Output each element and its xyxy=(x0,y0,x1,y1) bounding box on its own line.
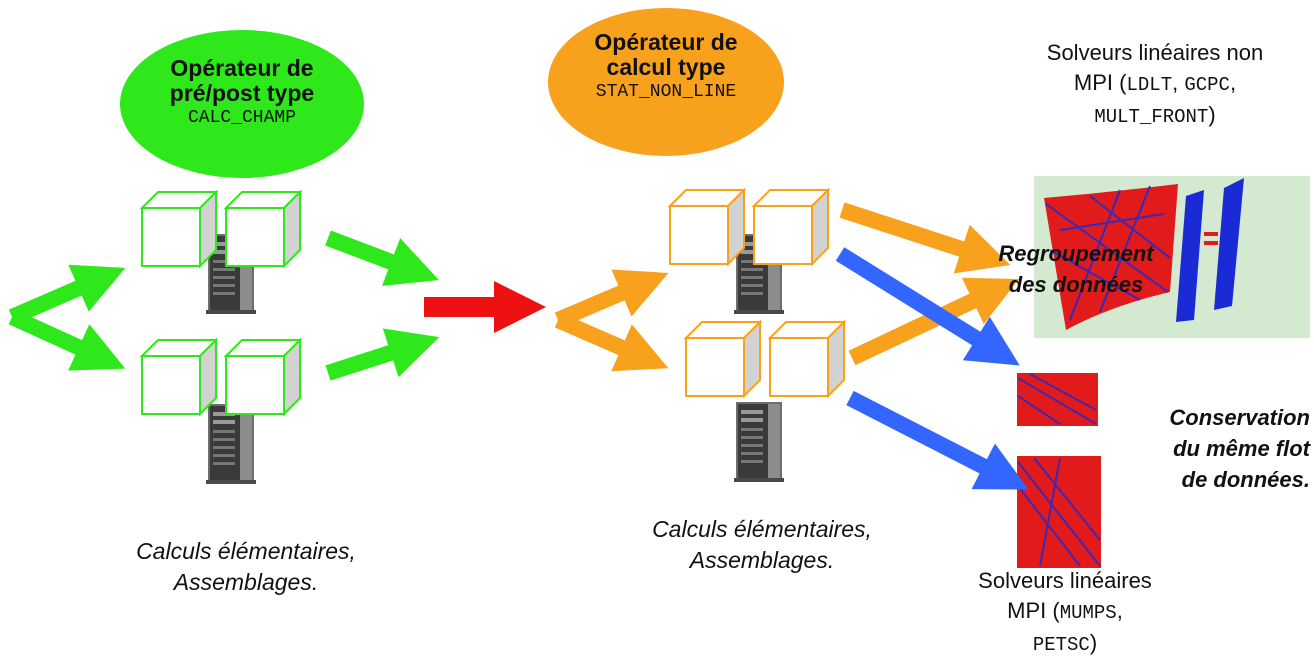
distributed-matrix-block-2 xyxy=(1017,456,1101,568)
solvers-non-mpi-label: Solveurs linéaires non MPI (LDLT, GCPC, … xyxy=(1000,38,1310,132)
conservation-line1: Conservation xyxy=(1169,405,1310,430)
solvers-non-mpi-line1: Solveurs linéaires non xyxy=(1046,40,1264,65)
green-output-arrow-up xyxy=(325,230,439,286)
green-operator-ellipse xyxy=(120,30,364,178)
cube-icon xyxy=(769,321,845,397)
cube-icon xyxy=(753,189,829,265)
solvers-non-mpi-line2: MPI (LDLT, GCPC, xyxy=(1000,68,1310,100)
regroupement-label: Regroupement des données xyxy=(966,238,1186,300)
caption-left-line1: Calculs élémentaires, xyxy=(136,538,356,564)
assembled-matrix-image xyxy=(1034,176,1310,338)
orange-operator-label: Opérateur de calcul type STAT_NON_LINE xyxy=(548,30,784,104)
text-span: MPI ( xyxy=(1073,70,1127,95)
text-span: MPI ( xyxy=(1007,598,1060,623)
code-span: PETSC xyxy=(1032,634,1090,656)
cube-icon xyxy=(225,339,301,415)
green-operator-code: CALC_CHAMP xyxy=(187,108,297,128)
text-span: , xyxy=(1116,598,1123,623)
solvers-mpi-line2: MPI (MUMPS, xyxy=(930,596,1200,628)
cube-icon xyxy=(141,339,217,415)
orange-input-arrow-up xyxy=(554,269,669,328)
cube-icon xyxy=(141,191,217,267)
code-span: GCPC xyxy=(1184,74,1230,96)
green-input-arrow-up xyxy=(8,264,126,325)
solvers-mpi-line1: Solveurs linéaires xyxy=(978,568,1152,593)
blue-output-arrow-1 xyxy=(835,247,1020,366)
cube-icon xyxy=(685,321,761,397)
orange-output-arrow-2 xyxy=(848,277,1020,366)
code-span: LDLT xyxy=(1126,74,1173,96)
solvers-mpi-label: Solveurs linéaires MPI (MUMPS, PETSC) xyxy=(930,566,1200,660)
caption-mid-line2: Assemblages. xyxy=(689,547,835,573)
conservation-line3: de données. xyxy=(1181,467,1310,492)
blue-output-arrow-2 xyxy=(846,390,1029,490)
cube-icon xyxy=(225,191,301,267)
server-icon xyxy=(206,404,256,484)
green-input-arrow-down xyxy=(8,309,126,371)
regroupement-line2: des données xyxy=(1008,272,1144,297)
caption-mid: Calculs élémentaires, Assemblages. xyxy=(612,514,912,576)
orange-operator-line1: Opérateur de xyxy=(594,29,738,55)
solvers-mpi-line3: PETSC) xyxy=(930,628,1200,660)
orange-input-arrow-down xyxy=(554,312,669,372)
orange-output-arrow-1 xyxy=(839,202,1011,274)
green-operator-label: Opérateur de pré/post type CALC_CHAMP xyxy=(120,56,364,130)
text-span: ) xyxy=(1089,630,1098,655)
cube-icon xyxy=(669,189,745,265)
distributed-matrix-block-1 xyxy=(1017,373,1098,426)
orange-operator-ellipse xyxy=(548,8,784,156)
code-span: MUMPS xyxy=(1059,602,1117,624)
caption-left: Calculs élémentaires, Assemblages. xyxy=(96,536,396,598)
text-span: , xyxy=(1229,70,1237,95)
text-span: , xyxy=(1172,70,1185,95)
text-span: ) xyxy=(1208,102,1216,127)
server-icon xyxy=(734,402,784,482)
caption-left-line2: Assemblages. xyxy=(173,569,319,595)
conservation-line2: du même flot xyxy=(1173,436,1310,461)
orange-operator-code: STAT_NON_LINE xyxy=(595,82,737,102)
solvers-non-mpi-line3: MULT_FRONT) xyxy=(1000,100,1310,132)
conservation-label: Conservation du même flot de données. xyxy=(1124,402,1310,495)
regroupement-line1: Regroupement xyxy=(998,241,1154,266)
green-output-arrow-down xyxy=(325,328,440,381)
orange-operator-line2: calcul type xyxy=(606,54,726,80)
code-span: MULT_FRONT xyxy=(1094,106,1209,128)
caption-mid-line1: Calculs élémentaires, xyxy=(652,516,872,542)
green-operator-line2: pré/post type xyxy=(169,80,315,106)
green-operator-line1: Opérateur de xyxy=(170,55,314,81)
